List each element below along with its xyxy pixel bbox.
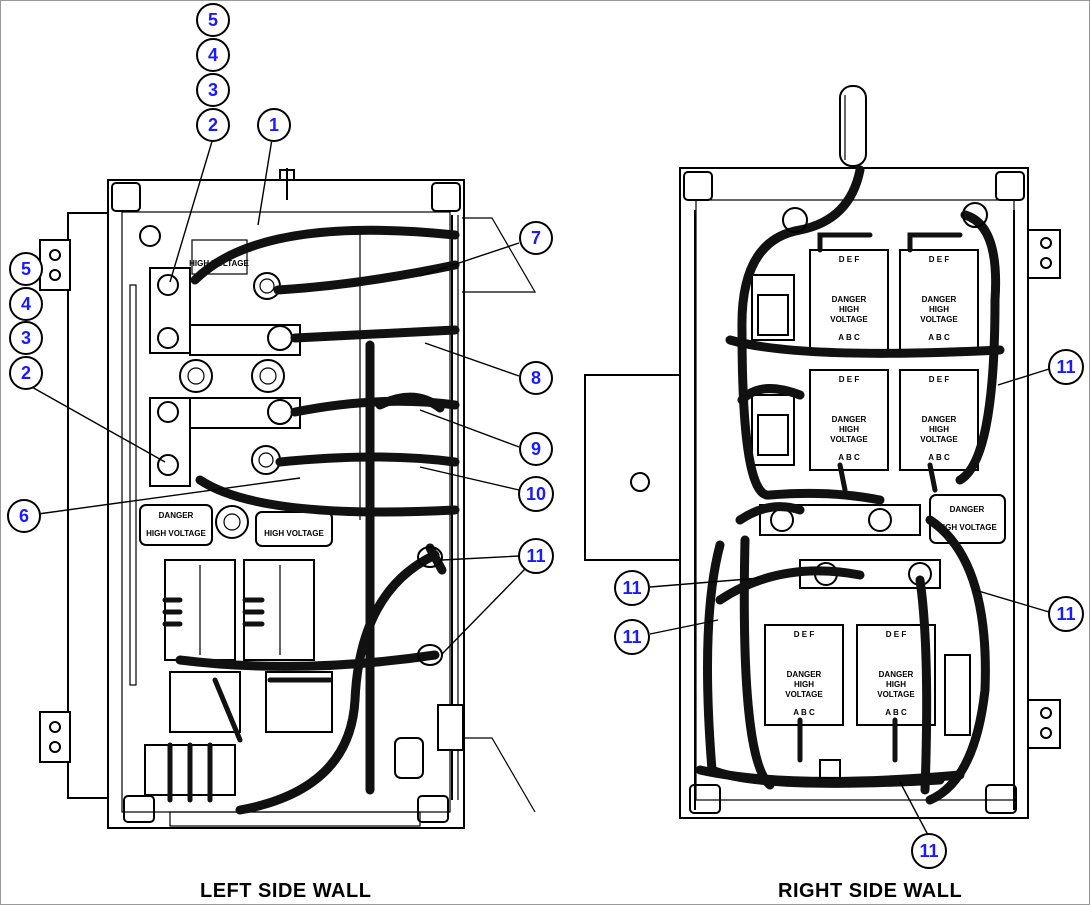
svg-text:D E F: D E F — [839, 255, 860, 264]
svg-text:2: 2 — [208, 115, 218, 135]
left-side-wall: HIGH VOLTAGE DANGER HIGH VOLTAGE HIGH VO… — [39, 168, 537, 829]
callout-8: 8 — [519, 361, 553, 395]
danger-placard-left — [139, 504, 213, 546]
svg-text:HIGH VOLTAGE: HIGH VOLTAGE — [937, 523, 997, 532]
svg-text:A B C: A B C — [928, 333, 950, 342]
callout-11-left: 11 — [518, 538, 554, 574]
terminal-2-bottom — [157, 454, 179, 476]
caption-right-side-wall: RIGHT SIDE WALL — [778, 880, 963, 902]
svg-text:DANGER: DANGER — [787, 670, 822, 679]
svg-text:VOLTAGE: VOLTAGE — [830, 315, 868, 324]
callout-11-bottom: 11 — [911, 833, 947, 869]
terminal-2-top — [157, 274, 179, 296]
svg-text:VOLTAGE: VOLTAGE — [920, 435, 958, 444]
callout-6: 6 — [7, 499, 41, 533]
svg-text:2: 2 — [21, 363, 31, 383]
svg-text:11: 11 — [526, 546, 545, 566]
svg-text:5: 5 — [21, 259, 31, 279]
svg-text:VOLTAGE: VOLTAGE — [877, 690, 915, 699]
svg-text:7: 7 — [531, 228, 541, 248]
left-hinge-top — [39, 239, 71, 291]
svg-text:HIGH: HIGH — [929, 305, 949, 314]
svg-text:11: 11 — [622, 627, 641, 647]
callout-11-right-lower: 11 — [1048, 596, 1084, 632]
callout-10: 10 — [518, 476, 554, 512]
callout-3-left: 3 — [9, 321, 43, 355]
callout-5-top: 5 — [196, 3, 230, 37]
svg-text:HIGH VOLTAGE: HIGH VOLTAGE — [264, 529, 324, 538]
svg-text:D E F: D E F — [929, 255, 950, 264]
callout-11-left-a: 11 — [614, 570, 650, 606]
right-side-wall: D E F DANGER HIGH VOLTAGE A B C D E F DA… — [584, 85, 1061, 819]
svg-text:11: 11 — [1056, 357, 1075, 377]
svg-text:11: 11 — [919, 841, 938, 861]
svg-text:DANGER: DANGER — [922, 415, 957, 424]
svg-text:D E F: D E F — [839, 375, 860, 384]
callout-2-left: 2 — [9, 356, 43, 390]
right-side-box — [584, 374, 681, 561]
svg-text:DANGER: DANGER — [950, 505, 985, 514]
svg-text:DANGER: DANGER — [832, 415, 867, 424]
callout-3-top: 3 — [196, 73, 230, 107]
antenna — [839, 85, 867, 167]
svg-text:DANGER: DANGER — [832, 295, 867, 304]
callout-1: 1 — [257, 108, 291, 142]
svg-text:DANGER: DANGER — [922, 295, 957, 304]
svg-text:4: 4 — [208, 45, 218, 65]
svg-text:A B C: A B C — [928, 453, 950, 462]
callout-4-left: 4 — [9, 287, 43, 321]
svg-text:4: 4 — [21, 294, 31, 314]
svg-text:VOLTAGE: VOLTAGE — [920, 315, 958, 324]
left-hinge-bottom — [39, 711, 71, 763]
contactor-mid-left: D E F DANGER HIGH VOLTAGE A B C — [809, 369, 889, 471]
callout-7: 7 — [519, 221, 553, 255]
svg-text:6: 6 — [19, 506, 29, 526]
callout-9: 9 — [519, 432, 553, 466]
svg-text:10: 10 — [526, 484, 546, 504]
svg-text:HIGH: HIGH — [886, 680, 906, 689]
svg-text:HIGH: HIGH — [929, 425, 949, 434]
svg-text:HIGH VOLTAGE: HIGH VOLTAGE — [146, 529, 206, 538]
contactor-mid-right: D E F DANGER HIGH VOLTAGE A B C — [899, 369, 979, 471]
contactor-bottom-left: D E F DANGER HIGH VOLTAGE A B C — [764, 624, 844, 726]
svg-text:5: 5 — [208, 10, 218, 30]
svg-text:D E F: D E F — [929, 375, 950, 384]
svg-text:3: 3 — [208, 80, 218, 100]
callout-4-top: 4 — [196, 38, 230, 72]
svg-text:A B C: A B C — [838, 453, 860, 462]
contactor-top-left: D E F DANGER HIGH VOLTAGE A B C — [809, 249, 889, 351]
svg-text:HIGH: HIGH — [794, 680, 814, 689]
svg-text:VOLTAGE: VOLTAGE — [830, 435, 868, 444]
callout-11-right-upper: 11 — [1048, 349, 1084, 385]
svg-text:HIGH: HIGH — [839, 305, 859, 314]
callout-2-top: 2 — [196, 108, 230, 142]
svg-text:D E F: D E F — [794, 630, 815, 639]
svg-text:DANGER: DANGER — [879, 670, 914, 679]
danger-placard-right-wall — [929, 494, 1006, 544]
caption-left-side-wall: LEFT SIDE WALL — [200, 880, 372, 902]
svg-text:8: 8 — [531, 368, 541, 388]
svg-text:DANGER: DANGER — [159, 511, 194, 520]
svg-text:D E F: D E F — [886, 630, 907, 639]
svg-text:VOLTAGE: VOLTAGE — [785, 690, 823, 699]
svg-text:11: 11 — [1056, 604, 1075, 624]
svg-text:9: 9 — [531, 439, 541, 459]
svg-text:A B C: A B C — [838, 333, 860, 342]
svg-text:HIGH: HIGH — [839, 425, 859, 434]
svg-text:3: 3 — [21, 328, 31, 348]
callouts: 5 4 3 2 1 5 4 3 — [7, 3, 1084, 869]
contactor-top-right: D E F DANGER HIGH VOLTAGE A B C — [899, 249, 979, 351]
callout-5-left: 5 — [9, 252, 43, 286]
callout-leaders — [29, 137, 1050, 836]
svg-text:A B C: A B C — [885, 708, 907, 717]
svg-text:11: 11 — [622, 578, 641, 598]
svg-text:A B C: A B C — [793, 708, 815, 717]
svg-text:1: 1 — [269, 115, 279, 135]
callout-11-left-b: 11 — [614, 619, 650, 655]
